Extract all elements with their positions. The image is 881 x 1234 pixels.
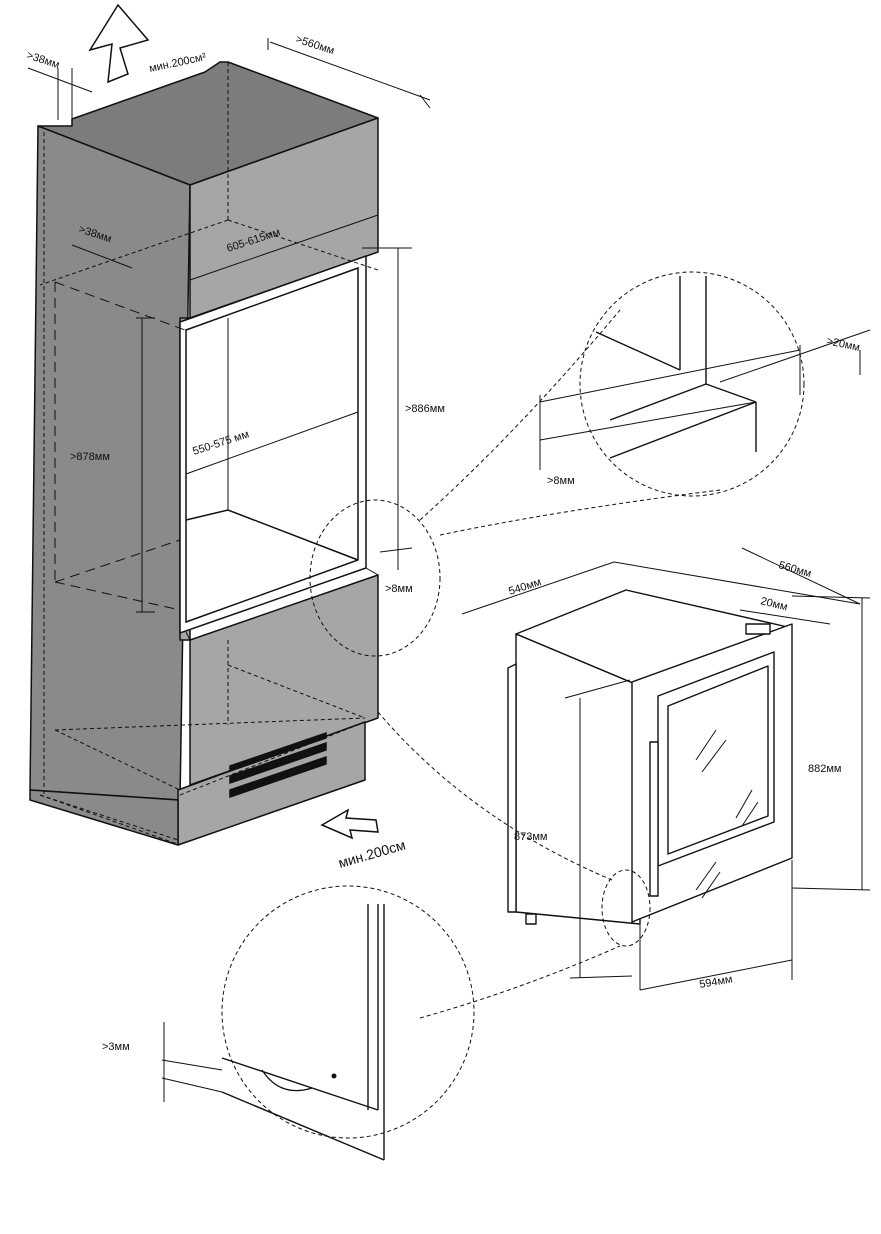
label-height-outer: >886мм	[405, 403, 445, 415]
detail-circle-bottom-outline	[221, 885, 475, 1139]
cooler-side	[515, 633, 641, 925]
detail-circle-bottom	[161, 711, 651, 1161]
label-top-gap: >38мм	[25, 49, 61, 71]
glass-reflections	[695, 729, 759, 899]
detail-circle-top-outline	[579, 271, 805, 497]
label-top-vent-area: мин.200см²	[148, 51, 207, 75]
cabinet-opening	[179, 254, 379, 799]
airflow-in-arrow	[320, 808, 379, 840]
cabinet-left-panel	[29, 125, 191, 801]
detail-screw	[331, 1073, 337, 1079]
vent-slot-1	[229, 741, 327, 785]
label-detail-bottom-gap: >8мм	[547, 475, 575, 487]
cabinet-dimensions	[27, 38, 431, 613]
label-unit-door-offset: 20мм	[759, 595, 788, 613]
cooler-dimensions	[461, 547, 871, 991]
cabinet-hidden-lines	[39, 62, 379, 846]
label-depth-top: >560мм	[294, 33, 336, 57]
cooler-foot	[525, 913, 537, 925]
vent-slot-3	[229, 731, 327, 773]
cabinet-base-strip	[29, 789, 179, 846]
label-unit-depth-total: 560мм	[777, 559, 812, 580]
wine-cooler	[507, 589, 793, 925]
label-bottom-gap: >8мм	[385, 583, 413, 595]
detail-circle-top	[309, 271, 871, 657]
label-unit-width: 594мм	[698, 973, 733, 991]
cabinet-lower-front	[189, 574, 379, 786]
label-height-opening: >878мм	[70, 451, 110, 463]
vent-slot-2	[229, 755, 327, 799]
cooler-side-trim	[507, 663, 517, 913]
label-unit-height-total: 882мм	[808, 763, 841, 775]
label-unit-depth: 540мм	[507, 576, 543, 598]
label-detail-side-gap: >20мм	[825, 335, 861, 354]
label-bottom-vent-area: мин.200см	[336, 836, 407, 870]
label-detail-floor-gap: >3мм	[102, 1041, 130, 1053]
cooler-handle	[649, 741, 659, 897]
cooler-glass	[667, 665, 769, 855]
detail-source-circle	[309, 499, 441, 657]
cooler-hinge	[745, 623, 771, 635]
detail-source-circle-bottom	[601, 869, 651, 947]
label-unit-height-body: 873мм	[514, 831, 547, 843]
airflow-up-arrow	[88, 3, 150, 84]
